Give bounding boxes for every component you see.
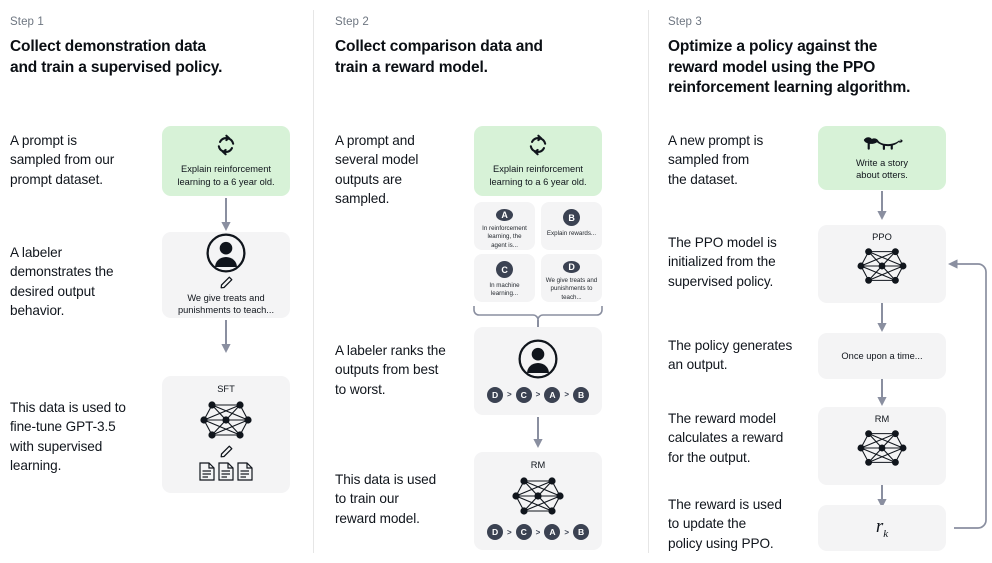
step-2-prompt-text: Explain reinforcement learning to a 6 ye… [489,164,587,187]
step-2-label: Step 2 [335,16,369,28]
badge-a: A [544,524,561,540]
badge-c: C [496,261,513,278]
step-2-output-b-text: Explain rewards... [546,230,597,237]
step-3-reward-card[interactable]: rk [818,505,946,551]
step-1-sft-card[interactable]: SFT [162,376,290,493]
step-2-rm-card[interactable]: RM [474,452,602,550]
step-3-label: Step 3 [668,16,702,28]
step-1-prompt-text: Explain reinforcement learning to a 6 ye… [177,164,275,187]
step-3-caption-4: The reward model calculates a reward for… [668,411,784,465]
arrow-down-icon [875,485,889,514]
step-3-title: Optimize a policy against the reward mod… [668,38,911,97]
step-1-labeler-card[interactable]: We give treats and punishments to teach.… [162,232,290,318]
step-3-caption-5: The reward is used to update the policy … [668,497,782,551]
step-3-prompt-text: Write a story about otters. [855,157,908,180]
gt-symbol: > [506,390,512,399]
column-divider [313,10,314,553]
arrow-down-icon [875,191,889,226]
reward-symbol-subscript: k [883,527,889,540]
step-3-caption-1: A new prompt is sampled from the dataset… [668,133,764,187]
step-2-ranking: D > C > A > B [486,386,589,403]
reward-symbol: rk [876,516,888,540]
person-circle-icon [517,338,559,380]
neural-net-icon [853,244,911,288]
step-2-output-a-text: In reinforcement learning, the agent is.… [482,224,527,249]
arrow-down-icon [875,379,889,412]
feedback-loop-arrow-icon [938,256,992,536]
step-1-caption-3: This data is used to fine-tune GPT-3.5 w… [10,400,126,473]
neural-net-icon [196,397,256,443]
step-1-labeler-text: We give treats and punishments to teach.… [177,292,275,315]
arrow-down-icon [531,417,545,454]
badge-b: B [573,386,589,403]
step-3-rm-card[interactable]: RM [818,407,946,485]
neural-net-icon [853,426,911,470]
step-2-caption-3: This data is used to train our reward mo… [335,472,437,526]
badge-a: A [496,209,513,221]
step-1-sft-label: SFT [217,384,235,394]
step-1-caption-1: A prompt is sampled from our prompt data… [10,133,115,187]
step-2-rm-label: RM [530,460,546,470]
column-step-3: Step 3 Optimize a policy against the rew… [648,0,992,563]
documents-icon [199,462,253,481]
cycle-icon [527,134,549,156]
gt-symbol: > [564,390,569,399]
cycle-icon [215,134,237,156]
step-2-output-c-text: In machine learning... [489,282,520,298]
badge-c: C [515,386,532,403]
step-2-labeler-card[interactable]: D > C > A > B [474,327,602,415]
otter-icon [861,135,903,152]
step-3-caption-2: The PPO model is initialized from the su… [668,235,777,289]
step-3-ppo-label: PPO [872,232,892,242]
step-2-title: Collect comparison data and train a rewa… [335,38,543,76]
step-2-caption-1: A prompt and several model outputs are s… [335,133,419,206]
column-step-2: Step 2 Collect comparison data and train… [313,0,649,563]
gt-symbol: > [535,527,541,537]
step-1-label: Step 1 [10,16,44,28]
step-1-caption-2: A labeler demonstrates the desired outpu… [10,245,114,318]
step-3-ppo-card[interactable]: PPO [818,225,946,303]
step-3-output-card[interactable]: Once upon a time... [818,333,946,379]
badge-d: D [486,386,503,403]
step-2-output-d-text: We give treats and punishments to teach.… [545,276,598,301]
step-2-output-d[interactable]: D We give treats and punishments to teac… [541,254,602,302]
badge-d: D [563,261,580,273]
badge-a: A [544,386,561,403]
step-2-output-a[interactable]: A In reinforcement learning, the agent i… [474,202,535,250]
step-2-rm-ranking: D > C > A > B [486,524,589,540]
column-step-1: Step 1 Collect demonstration data and tr… [0,0,314,563]
reward-symbol-base: r [875,516,884,538]
arrow-down-icon [219,198,233,237]
step-1-title: Collect demonstration data and train a s… [10,38,223,76]
step-3-caption-3: The policy generates an output. [668,338,793,373]
step-2-caption-2: A labeler ranks the outputs from best to… [335,343,446,397]
arrow-down-icon [875,303,889,338]
gt-symbol: > [506,527,512,537]
step-2-prompt-card[interactable]: Explain reinforcement learning to a 6 ye… [474,126,602,196]
pencil-icon [219,275,234,290]
arrow-down-icon [219,320,233,359]
step-2-output-c[interactable]: C In machine learning... [474,254,535,302]
gt-symbol: > [535,390,541,399]
badge-c: C [515,524,532,540]
step-3-prompt-card[interactable]: Write a story about otters. [818,126,946,190]
pencil-icon [219,444,234,459]
column-divider [648,10,649,553]
badge-d: D [486,524,503,540]
step-3-output-text: Once upon a time... [841,350,923,361]
neural-net-icon [508,473,568,519]
person-circle-icon [205,232,247,274]
badge-b: B [573,524,589,540]
step-3-rm-label: RM [874,414,890,424]
gt-symbol: > [564,527,569,537]
step-2-output-b[interactable]: B Explain rewards... [541,202,602,250]
step-1-prompt-card[interactable]: Explain reinforcement learning to a 6 ye… [162,126,290,196]
badge-b: B [563,209,580,226]
